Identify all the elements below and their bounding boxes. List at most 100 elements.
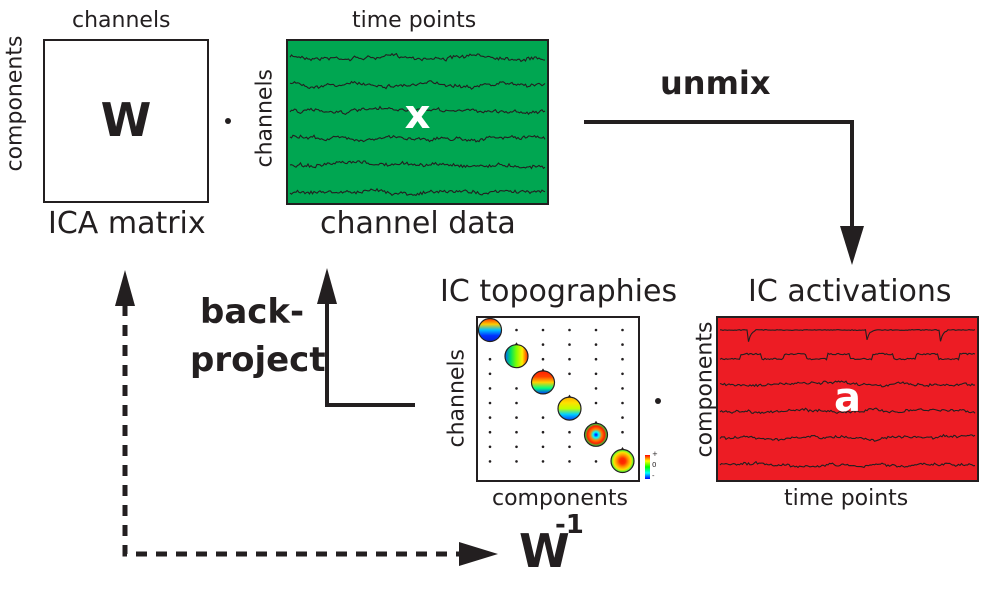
channel-dot xyxy=(568,372,571,376)
channel-dot xyxy=(621,430,624,434)
scalp-map-component-1 xyxy=(477,316,503,343)
channel-dot xyxy=(541,328,545,332)
ic-activations-symbol: a xyxy=(834,375,861,421)
ic-topographies-bottom-label: components xyxy=(492,486,628,511)
scalp-head-icon xyxy=(610,448,635,474)
channel-dot xyxy=(488,372,492,376)
channel-dot xyxy=(488,430,492,434)
ica-matrix-symbol: W xyxy=(100,93,152,147)
ic-activations-title: IC activations xyxy=(748,274,952,309)
activation-trace xyxy=(719,328,976,342)
channel-dot xyxy=(621,357,624,361)
scalp-head-icon xyxy=(557,396,582,421)
channel-dot xyxy=(515,416,518,419)
channel-dot xyxy=(541,430,545,434)
channel-dot xyxy=(621,372,624,376)
ic-activations-box: a xyxy=(716,316,979,482)
channel-dot xyxy=(515,430,518,434)
multiply-dot-2 xyxy=(655,398,661,404)
colorbar-plus-label: + xyxy=(652,450,658,458)
channel-dot xyxy=(568,460,571,463)
scalp-map-component-4 xyxy=(557,394,582,421)
back-project-label-line1: back- xyxy=(200,292,305,332)
scalp-head-icon xyxy=(583,422,609,447)
activation-trace xyxy=(719,380,976,388)
channel-dot xyxy=(488,460,492,463)
channel-trace xyxy=(289,160,546,170)
channel-trace xyxy=(289,134,546,143)
scalp-map-component-2 xyxy=(504,342,529,369)
channel-dot xyxy=(568,357,571,361)
unmix-arrowhead xyxy=(840,226,864,265)
channel-dot xyxy=(594,343,598,346)
channel-dot xyxy=(515,401,518,405)
scalp-head-icon xyxy=(530,370,556,395)
channel-dot xyxy=(621,343,624,346)
channel-dot xyxy=(621,387,624,390)
ic-topographies-side-label: channels xyxy=(444,348,470,448)
ic-activations-side-label: components xyxy=(692,321,718,458)
channel-dot xyxy=(594,328,598,332)
channel-data-traces xyxy=(289,52,546,197)
channel-trace xyxy=(289,187,546,197)
channel-dot xyxy=(594,460,598,463)
channel-dot xyxy=(541,460,545,463)
topography-colorbar xyxy=(645,455,650,479)
channel-data-caption: channel data xyxy=(320,206,516,241)
back-project-label-line2: project xyxy=(190,340,326,380)
ic-topographies-grid xyxy=(477,316,635,474)
channel-dot xyxy=(515,460,518,463)
ic-activations-bottom-label: time points xyxy=(784,486,909,511)
scalp-head-icon xyxy=(477,317,503,343)
w-inverse-dashed-line xyxy=(122,305,460,557)
channel-dot xyxy=(488,445,492,449)
multiply-dot-1 xyxy=(225,118,231,124)
channel-dot xyxy=(568,343,571,346)
channel-dot xyxy=(488,387,492,390)
colorbar-minus-label: - xyxy=(652,472,655,480)
channel-dot xyxy=(541,416,545,419)
channel-dot xyxy=(541,445,545,449)
channel-dot xyxy=(594,387,598,390)
channel-dot xyxy=(568,328,571,332)
scalp-head-icon xyxy=(504,344,529,369)
unmix-label: unmix xyxy=(660,64,771,102)
ic-topographies-title: IC topographies xyxy=(440,274,678,309)
activation-trace xyxy=(719,460,976,469)
channel-dot xyxy=(621,401,624,405)
activation-trace xyxy=(719,407,976,415)
w-inverse-right-arrowhead xyxy=(459,542,498,566)
w-inverse-up-arrowhead xyxy=(115,270,135,306)
back-project-arrow-line xyxy=(325,300,415,407)
channel-dot xyxy=(541,357,545,361)
ica-matrix-top-label: channels xyxy=(72,8,171,33)
w-inverse-exponent: -1 xyxy=(555,510,584,540)
w-inverse-base: W xyxy=(519,524,570,578)
channel-dot xyxy=(515,387,518,390)
channel-dot xyxy=(568,445,571,449)
scalp-map-component-3 xyxy=(530,368,556,395)
channel-dot xyxy=(621,328,624,332)
channel-dot xyxy=(488,416,492,419)
scalp-map-component-5 xyxy=(583,420,609,447)
unmix-arrow-line xyxy=(584,120,854,228)
activation-trace xyxy=(719,433,976,442)
ica-matrix-caption: ICA matrix xyxy=(48,206,206,241)
channel-trace xyxy=(289,105,546,116)
channel-dot xyxy=(594,357,598,361)
channel-dot xyxy=(488,357,492,361)
channel-dot xyxy=(568,430,571,434)
back-project-arrowhead xyxy=(317,268,337,304)
channel-dot xyxy=(515,445,518,449)
channel-data-box: x xyxy=(286,39,549,205)
ic-topographies-box xyxy=(476,316,640,482)
channel-dot xyxy=(515,328,518,332)
channel-dot xyxy=(594,401,598,405)
channel-dot xyxy=(594,372,598,376)
channel-dot xyxy=(541,343,545,346)
channel-trace xyxy=(289,52,546,63)
channel-data-symbol: x xyxy=(404,92,431,138)
